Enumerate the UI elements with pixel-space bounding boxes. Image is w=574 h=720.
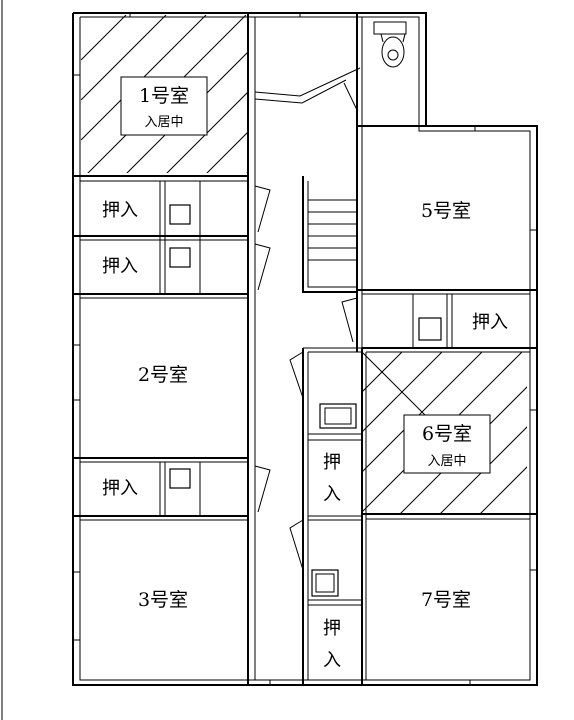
closet-2-fixture-icon xyxy=(169,247,191,268)
left-wing-walls xyxy=(73,13,256,685)
closet-5-label: 押入 xyxy=(472,312,508,333)
closet-vertical-1-top: 押 xyxy=(323,452,341,473)
room-2: 2号室 xyxy=(138,364,188,386)
closet-3-fixture-icon xyxy=(169,468,191,489)
closet-1-fixture-icon xyxy=(169,204,191,225)
room-6: 6号室 入居中 xyxy=(362,352,527,514)
closet-1-label: 押入 xyxy=(102,200,138,221)
door-swings xyxy=(254,185,363,571)
room-7: 7号室 xyxy=(421,589,471,611)
closet-1: 押入 xyxy=(102,200,191,225)
staircase-icon xyxy=(308,199,357,261)
closet-vertical-2-top: 押 xyxy=(323,618,341,639)
room-6-status: 入居中 xyxy=(427,454,466,469)
room-5-name: 5号室 xyxy=(421,200,471,222)
outer-walls xyxy=(72,12,538,686)
toilet-icon xyxy=(373,21,407,68)
room-1: 1号室 入居中 xyxy=(81,15,247,173)
room-7-name: 7号室 xyxy=(421,589,471,611)
closet-5-fixture-icon xyxy=(418,317,442,341)
closet-2: 押入 xyxy=(102,247,191,277)
tick-marks xyxy=(73,13,537,685)
room-1-status: 入居中 xyxy=(144,115,183,130)
room-6-hatch xyxy=(362,352,527,514)
room-3-name: 3号室 xyxy=(138,589,188,611)
room-6-label-box xyxy=(403,414,491,474)
right-wing-walls xyxy=(357,125,537,520)
closet-3: 押入 xyxy=(102,468,191,499)
closet-3-label: 押入 xyxy=(102,478,138,499)
room-2-name: 2号室 xyxy=(138,364,188,386)
room-3: 3号室 xyxy=(138,589,188,611)
room-6-name: 6号室 xyxy=(422,423,472,445)
room-1-label-box xyxy=(120,76,208,136)
sink-icon xyxy=(319,403,357,429)
closet-5: 押入 xyxy=(418,312,508,341)
closet-vertical-2-bottom: 入 xyxy=(323,650,341,671)
closet-vertical-1: 押 入 xyxy=(323,452,341,505)
room-1-name: 1号室 xyxy=(139,85,189,107)
center-walls xyxy=(254,13,367,685)
closet-vertical-1-bottom: 入 xyxy=(323,484,341,505)
room-5: 5号室 xyxy=(421,200,471,222)
closet-vertical-2: 押 入 xyxy=(323,618,341,671)
closet-2-label: 押入 xyxy=(102,256,138,277)
sink-icon-lower xyxy=(311,569,339,597)
